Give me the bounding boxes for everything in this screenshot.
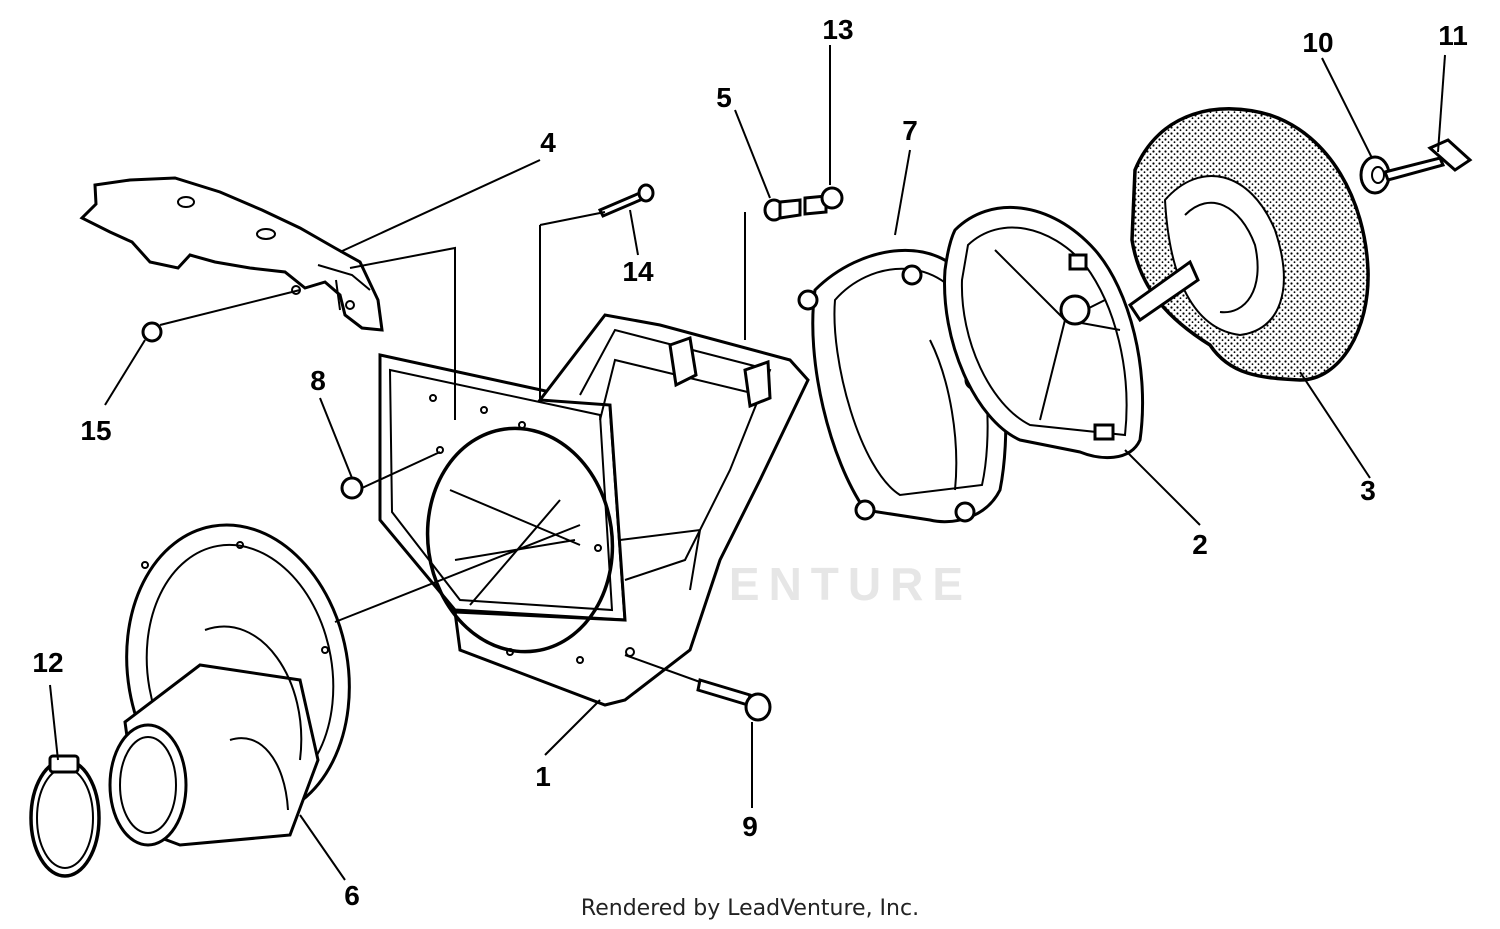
callout-8: 8 xyxy=(310,365,326,396)
part-15-nut xyxy=(141,321,163,343)
callout-10: 10 xyxy=(1302,27,1333,58)
part-8-nut xyxy=(340,476,364,500)
callout-12: 12 xyxy=(32,647,63,678)
credit-line: Rendered by LeadVenture, Inc. xyxy=(580,896,920,921)
part-5-screw xyxy=(763,198,802,222)
callout-14: 14 xyxy=(622,256,654,287)
callout-2: 2 xyxy=(1192,529,1208,560)
callout-4: 4 xyxy=(540,127,556,158)
part-14-screw xyxy=(597,183,655,218)
leader-lines xyxy=(49,45,1446,881)
callout-15: 15 xyxy=(80,415,111,446)
callout-6: 6 xyxy=(344,880,360,911)
callout-1: 1 xyxy=(535,761,551,792)
part-11-wing-bolt xyxy=(1383,138,1473,182)
callout-3: 3 xyxy=(1360,475,1376,506)
part-12-hose-clamp xyxy=(29,754,101,878)
part-4-shield xyxy=(79,176,384,332)
part-1-blower-housing xyxy=(378,313,810,707)
part-3-filter-cover xyxy=(1127,107,1370,382)
part-9-screw xyxy=(696,678,772,722)
part-6-nozzle-elbow xyxy=(108,523,351,847)
callout-9: 9 xyxy=(742,811,758,842)
callout-13: 13 xyxy=(822,14,853,45)
callout-5: 5 xyxy=(716,82,732,113)
part-2-frame xyxy=(943,205,1145,460)
callout-7: 7 xyxy=(902,115,918,146)
callout-11: 11 xyxy=(1438,20,1468,51)
part-13-bolt xyxy=(803,186,844,216)
